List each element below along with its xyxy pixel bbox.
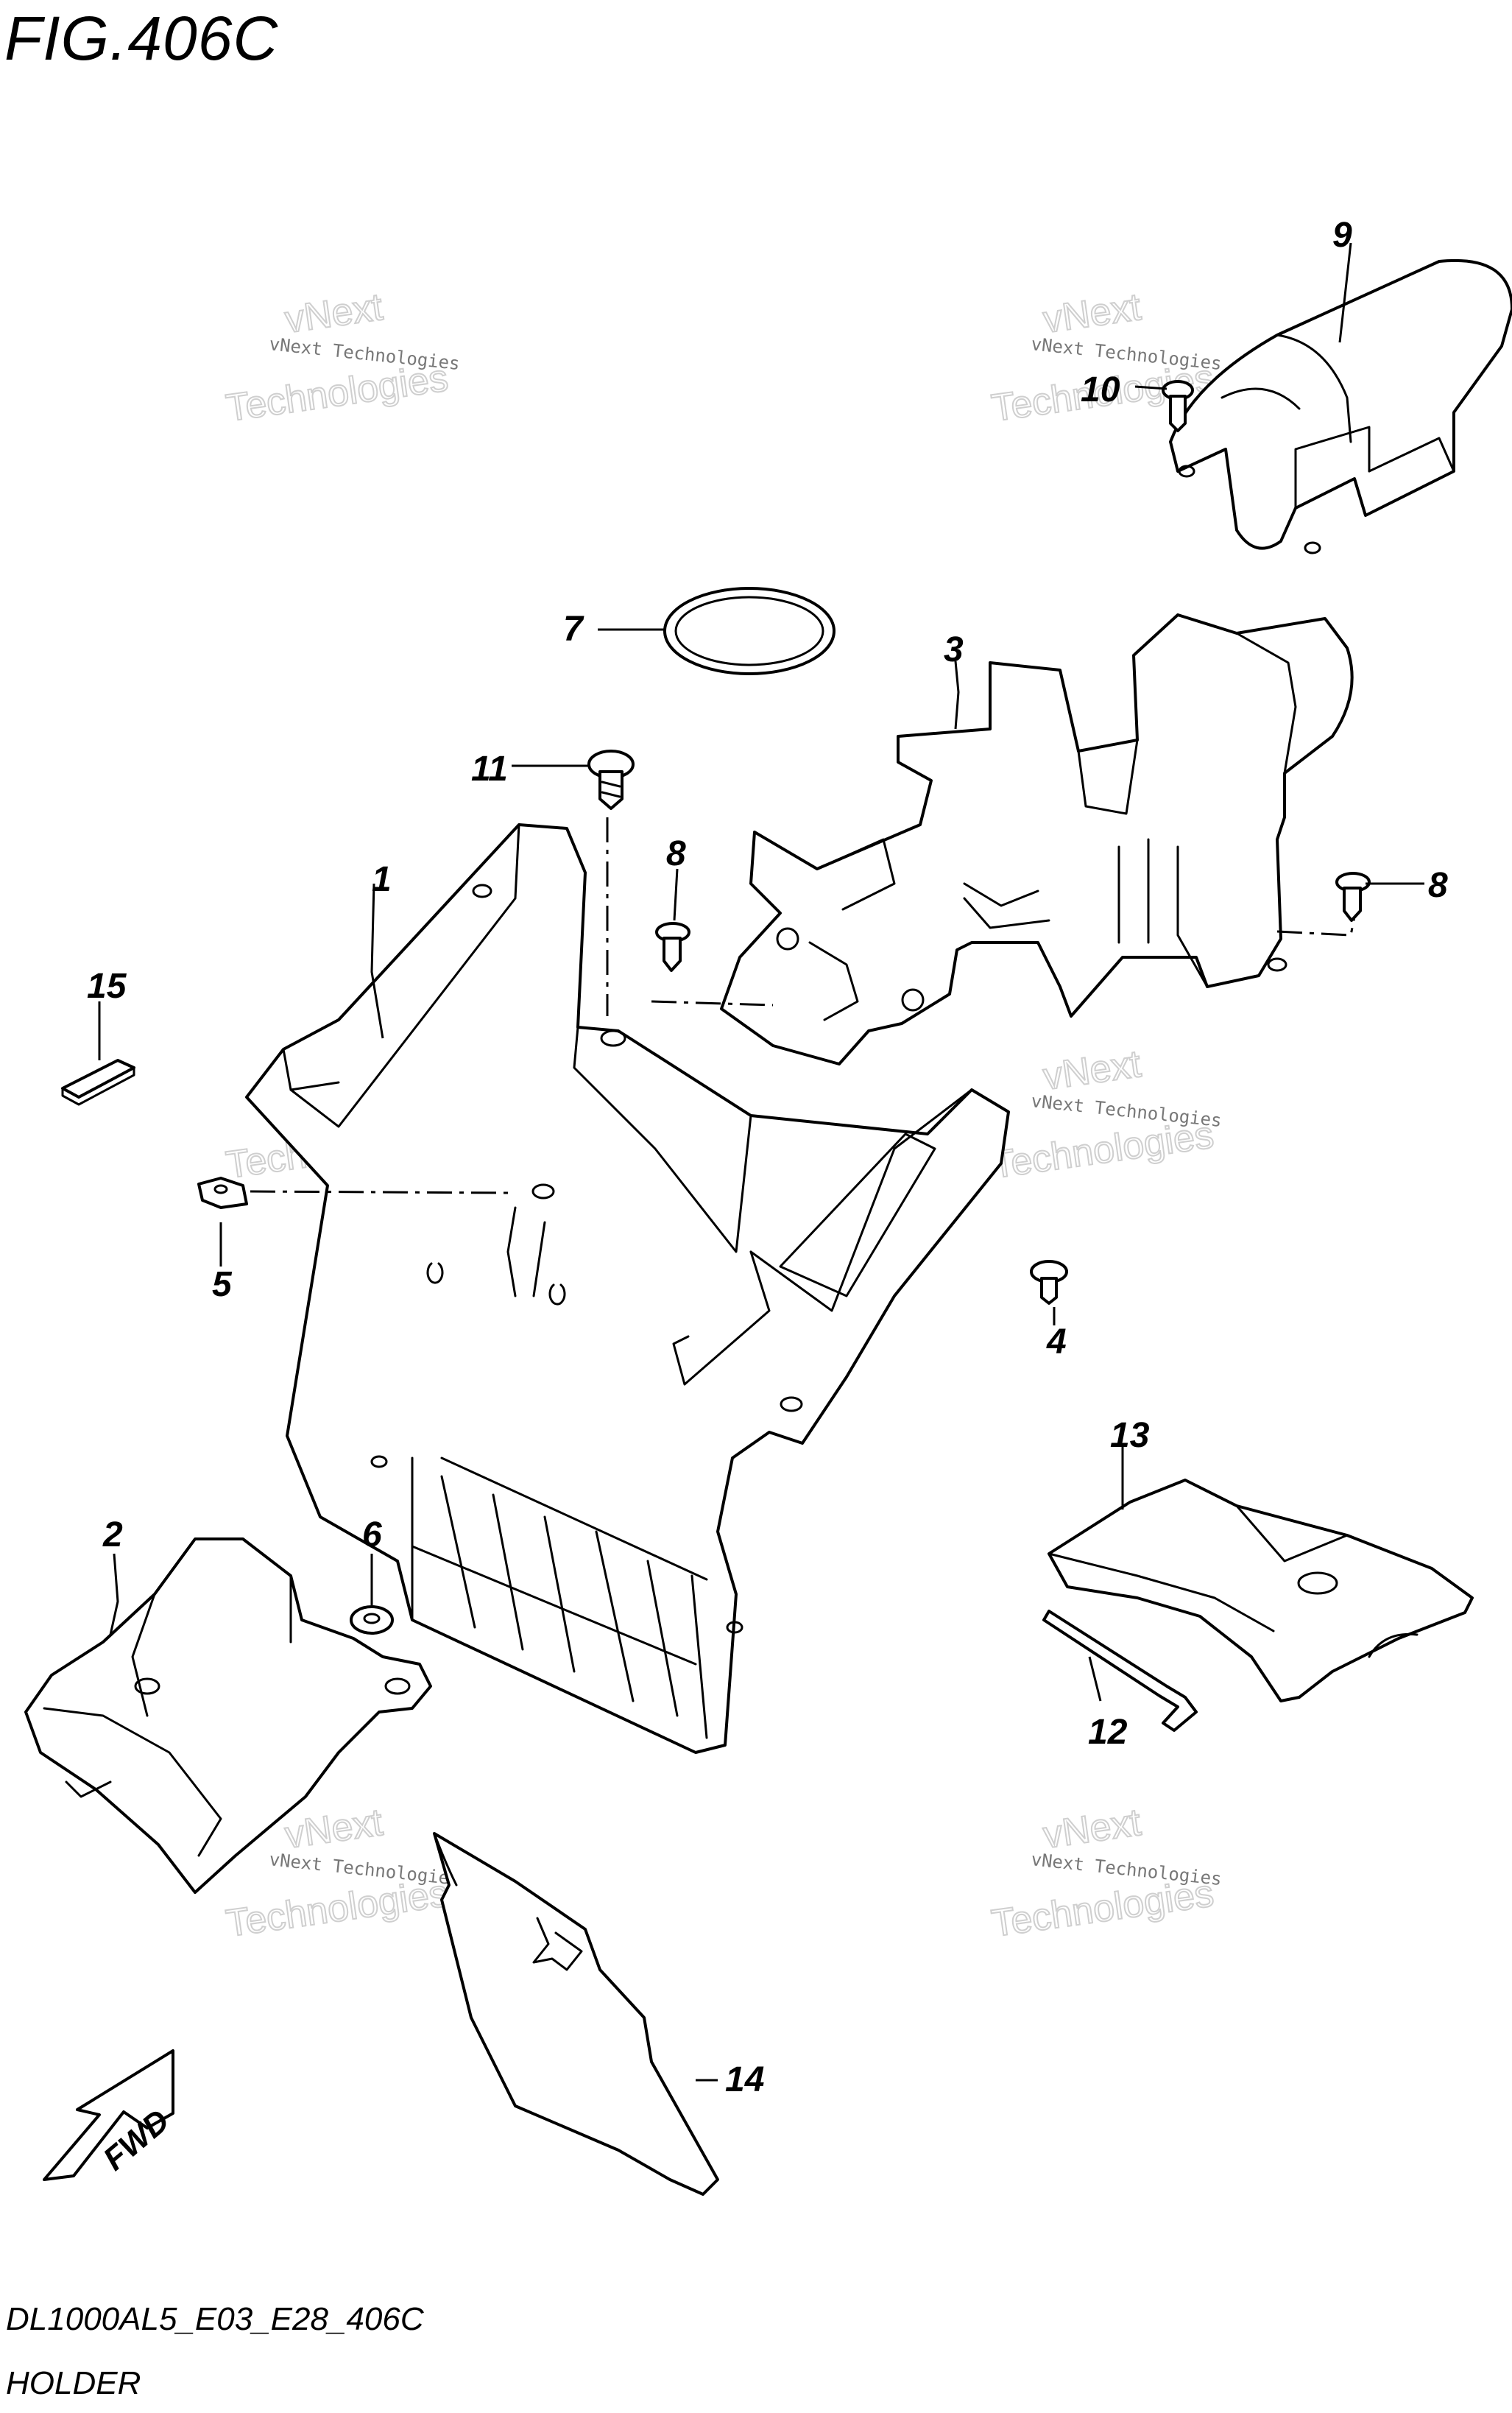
part-3-bracket xyxy=(720,613,1354,1065)
callout-1: 1 xyxy=(372,860,392,899)
callout-4: 4 xyxy=(1046,1322,1067,1362)
part-4-screw xyxy=(1030,1260,1068,1305)
watermark-big-text: vNext xyxy=(283,286,386,342)
figure-code: DL1000AL5_E03_E28_406C xyxy=(6,2301,424,2337)
part-9-cover xyxy=(1169,258,1512,554)
figure-name: HOLDER xyxy=(6,2365,141,2401)
callout-7: 7 xyxy=(563,610,584,649)
watermark-big-text: vNext xyxy=(1041,1801,1144,1857)
watermark-mid-right: vNext Technologies vNext Technologies xyxy=(989,1042,1223,1188)
callout-11: 11 xyxy=(471,750,508,789)
callout-15: 15 xyxy=(87,967,127,1006)
part-5-nut xyxy=(197,1177,248,1209)
part-12-pin xyxy=(1042,1610,1198,1732)
part-10-screw xyxy=(1162,380,1194,432)
part-15-tag xyxy=(61,1059,135,1106)
watermark-top-left: vNext Technologies vNext Technologies xyxy=(223,285,461,431)
callout-8-right: 8 xyxy=(1428,866,1448,905)
part-2-bracket xyxy=(24,1537,432,1894)
part-6-washer xyxy=(350,1605,394,1635)
watermark-bottom-right: vNext Technologies vNext Technologies xyxy=(989,1800,1223,1946)
part-8-screw-left xyxy=(655,922,690,972)
leader-lines xyxy=(98,242,1424,2082)
part-1-holder xyxy=(245,823,1010,1754)
fwd-arrow: FWD xyxy=(43,2049,176,2181)
callout-5: 5 xyxy=(212,1265,233,1304)
callout-2: 2 xyxy=(102,1515,123,1554)
callout-13: 13 xyxy=(1110,1416,1150,1455)
callout-3: 3 xyxy=(944,630,964,669)
part-11-bolt xyxy=(587,750,635,810)
callout-9: 9 xyxy=(1332,216,1352,255)
watermark-big-text: vNext xyxy=(1041,1043,1144,1099)
part-14-flap xyxy=(433,1832,719,2196)
callout-6: 6 xyxy=(362,1515,382,1554)
callout-12: 12 xyxy=(1088,1713,1128,1752)
callout-14: 14 xyxy=(725,2060,764,2099)
watermark-big-text: vNext xyxy=(283,1801,386,1857)
callout-10: 10 xyxy=(1081,370,1120,409)
part-8-screw-right xyxy=(1335,872,1371,922)
part-7-o-ring xyxy=(663,587,836,675)
part-13-pad xyxy=(1048,1479,1474,1702)
watermark-big-text: vNext xyxy=(1041,286,1144,342)
callout-group: 1 2 3 4 5 6 7 8 8 9 10 11 12 13 14 15 xyxy=(87,216,1448,2099)
callout-8-left: 8 xyxy=(666,834,686,873)
figure-title: FIG.406C xyxy=(4,4,279,73)
